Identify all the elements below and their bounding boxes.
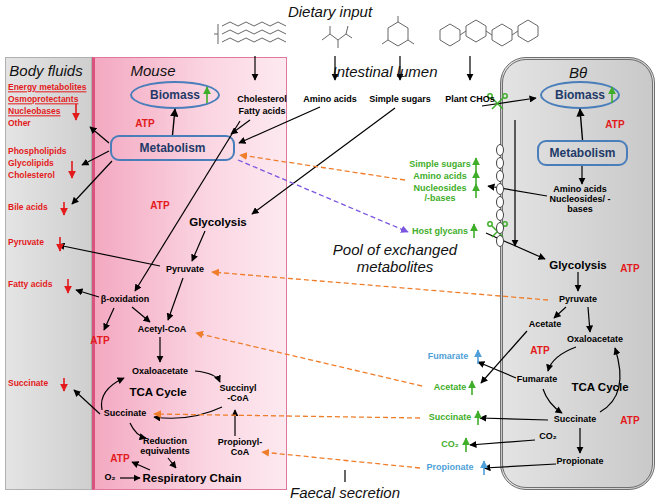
metabolism-box: Metabolism xyxy=(537,140,628,166)
membrane-pore xyxy=(497,184,504,195)
metabolite-label: Fumarate xyxy=(428,352,469,362)
metabolite-label: Oxaloacetate xyxy=(567,335,623,345)
metabolite-label: Acetate xyxy=(434,383,467,393)
metabolite-label: Glycolysis xyxy=(549,259,607,272)
flow-arrow xyxy=(580,109,583,140)
metabolite-label: TCA Cycle xyxy=(571,381,628,394)
node-label: Biomass xyxy=(555,88,605,102)
metabolite-label: Succinate xyxy=(429,413,472,423)
metabolite-label: Glycolipids xyxy=(8,159,54,168)
biomass-oval: Biomass xyxy=(540,81,620,109)
region-caption: Intestinal lumen xyxy=(332,64,437,81)
metabolite-label: Acetyl-CoA xyxy=(138,325,187,335)
atp-label: ATP xyxy=(530,345,549,356)
membrane-pore xyxy=(497,171,504,182)
atp-label: ATP xyxy=(135,118,154,129)
molecule-drawings xyxy=(214,16,538,48)
metabolite-label: Energy metabolites xyxy=(8,83,86,92)
region-caption: Faecal secretion xyxy=(290,485,400,502)
metabolite-label: Succinate xyxy=(554,415,597,425)
metabolite-label: β-oxidation xyxy=(101,295,150,305)
flow-arrow xyxy=(173,109,176,135)
metabolite-label: Pyruvate xyxy=(8,238,44,247)
node-label: Biomass xyxy=(150,88,200,102)
region-caption: Pool of exchanged metabolites xyxy=(320,242,470,275)
metabolite-label: Osmoprotectants xyxy=(8,95,78,104)
metabolite-label: Succinate xyxy=(104,409,147,419)
node-label: Metabolism xyxy=(139,141,205,155)
membrane-pore xyxy=(497,210,504,221)
metabolite-label: Amino acids Nucleosides/ -bases xyxy=(548,185,612,215)
metabolite-label: Glycolysis xyxy=(189,216,247,229)
metabolite-label: Bile acids xyxy=(8,203,48,212)
metabolite-label: Pyruvate xyxy=(559,295,597,305)
metabolite-label: Oxaloacetate xyxy=(132,367,188,377)
metabolite-label: Propionate xyxy=(556,457,603,467)
metabolite-label: Succinyl -CoA xyxy=(217,384,259,404)
metabolite-label: TCA Cycle xyxy=(129,386,186,399)
metabolite-label: Amino acids xyxy=(303,95,357,105)
metabolite-label: Amino acids xyxy=(413,172,467,182)
membrane-pore xyxy=(497,223,504,234)
metabolite-label: CO₂ xyxy=(441,440,459,450)
metabolite-label: Simple sugars xyxy=(369,95,431,105)
metabolite-label: Phospholipids xyxy=(8,147,67,156)
scissors-icon xyxy=(488,94,507,237)
metabolite-label: Simple sugars xyxy=(409,160,471,170)
metabolite-label: Pyruvate xyxy=(166,265,204,275)
metabolite-label: CO₂ xyxy=(539,432,557,442)
atp-label: ATP xyxy=(620,415,639,426)
metabolite-label: Propionyl- CoA xyxy=(214,438,266,458)
metabolite-label: Succinate xyxy=(8,379,48,388)
atp-label: ATP xyxy=(150,200,169,211)
membrane-pore xyxy=(497,236,504,247)
panel-heading: Body fluids xyxy=(9,62,82,79)
atp-label: ATP xyxy=(90,335,109,346)
metabolite-label: Acetate xyxy=(529,320,562,330)
metabolite-label: O₂ xyxy=(105,473,116,483)
membrane-pore xyxy=(497,145,504,156)
metabolite-label: Propionate xyxy=(426,463,473,473)
atp-label: ATP xyxy=(605,119,624,130)
metabolite-label: Fatty acids xyxy=(8,280,52,289)
panel-heading: Bθ xyxy=(569,64,587,81)
metabolite-label: Respiratory Chain xyxy=(142,472,241,485)
region-caption: Dietary input xyxy=(288,4,372,21)
atp-label: ATP xyxy=(620,263,639,274)
metabolite-label: Nucleosides /-bases xyxy=(411,184,469,204)
metabolite-label: Fumarate xyxy=(517,375,558,385)
metabolite-label: Reduction equivalents xyxy=(135,437,195,457)
membrane-pore xyxy=(497,158,504,169)
node-label: Metabolism xyxy=(549,146,615,160)
membrane-pore xyxy=(497,197,504,208)
metabolite-label: Host glycans xyxy=(412,227,468,237)
metabolism-box: Metabolism xyxy=(110,135,235,161)
panel-heading: Mouse xyxy=(130,62,175,79)
metabolite-label: Plant CHOs xyxy=(445,95,495,105)
atp-label: ATP xyxy=(110,453,129,464)
metabolite-label: Fatty acids xyxy=(238,107,285,117)
metabolite-label: Nucleobases xyxy=(8,107,60,116)
metabolite-label: Cholesterol xyxy=(237,95,287,105)
metabolite-label: Other xyxy=(8,119,31,128)
metabolite-label: Cholesterol xyxy=(8,171,55,180)
